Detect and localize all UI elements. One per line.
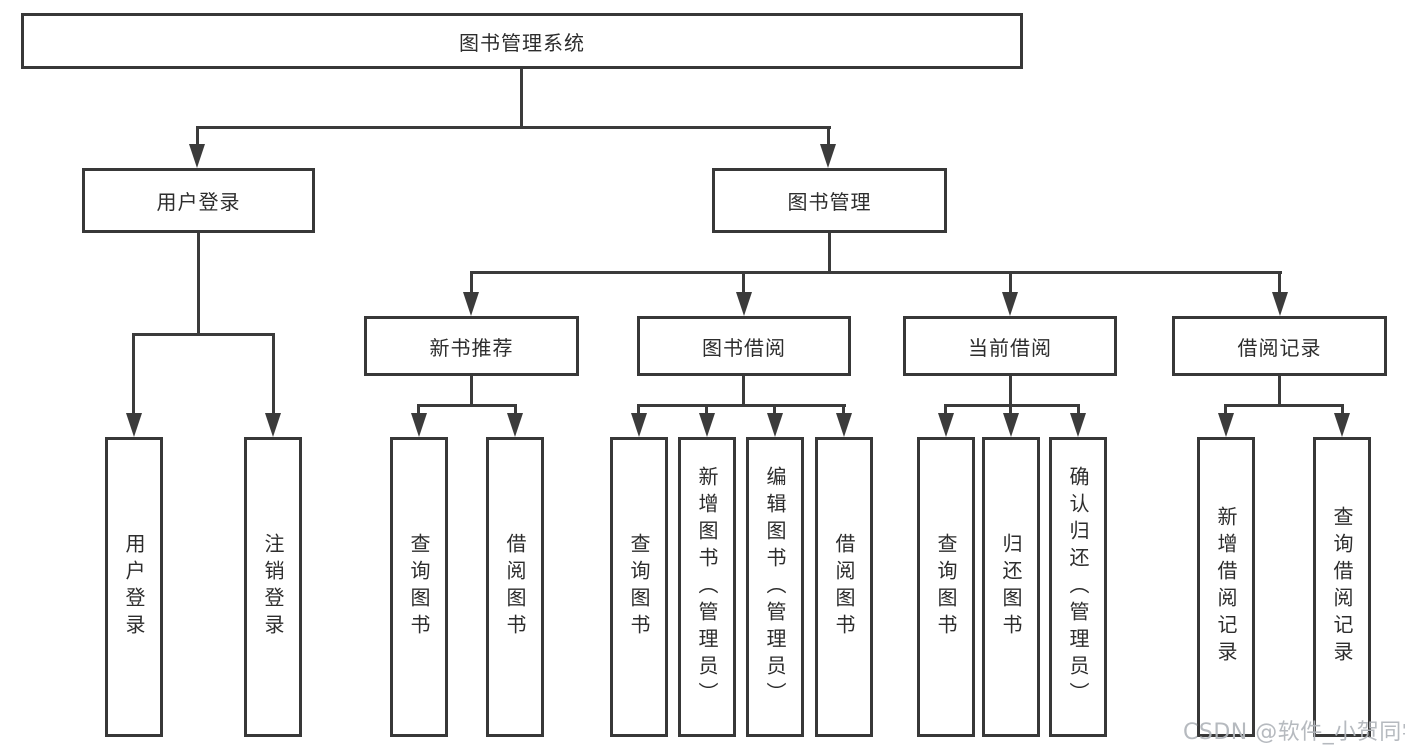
arrow-down-icon [411, 413, 427, 437]
leaf-logout-label: 注销登录 [261, 533, 285, 641]
connector-drop [1077, 404, 1080, 416]
connector-drop [1009, 404, 1012, 416]
connector-drop-login [196, 126, 199, 146]
connector-root-hline [197, 126, 831, 129]
leaf-current-confirm-admin: 确认归还（管理员） [1049, 437, 1107, 737]
node-book-manage-label: 图书管理 [787, 190, 872, 214]
connector-root-stem [520, 69, 523, 127]
connector-record-hline [1225, 404, 1344, 407]
node-book-borrow-label: 图书借阅 [702, 335, 786, 360]
arrow-down-icon [736, 292, 752, 316]
leaf-current-confirm-admin-label: 确认归还（管理员） [1066, 465, 1090, 709]
connector-drop-login-leaf2 [272, 333, 275, 415]
leaf-borrow-edit-admin-label: 编辑图书（管理员） [763, 465, 787, 709]
connector-borrow-stem [742, 376, 745, 407]
node-user-login: 用户登录 [82, 168, 315, 233]
node-root-system: 图书管理系统 [21, 13, 1023, 69]
arrow-down-icon [126, 413, 142, 437]
leaf-borrow-add-admin-label: 新增图书（管理员） [695, 465, 719, 709]
arrow-down-icon [463, 292, 479, 316]
arrow-down-icon [1334, 413, 1350, 437]
connector-borrow-hline [638, 404, 846, 407]
arrow-down-icon [938, 413, 954, 437]
leaf-user-login-label: 用户登录 [122, 533, 146, 641]
connector-newbook-stem [470, 376, 473, 407]
leaf-borrow-borrow: 借阅图书 [815, 437, 873, 737]
leaf-newbook-borrow: 借阅图书 [486, 437, 544, 737]
connector-drop [944, 404, 947, 416]
arrow-down-icon [1070, 413, 1086, 437]
arrow-down-icon [265, 413, 281, 437]
leaf-record-add-label: 新增借阅记录 [1214, 506, 1238, 668]
leaf-borrow-add-admin: 新增图书（管理员） [678, 437, 736, 737]
arrow-down-icon [699, 413, 715, 437]
leaf-current-query: 查询图书 [917, 437, 975, 737]
node-borrow-record-label: 借阅记录 [1237, 335, 1322, 360]
connector-drop [705, 404, 708, 416]
leaf-record-query-label: 查询借阅记录 [1330, 506, 1354, 668]
leaf-record-query: 查询借阅记录 [1313, 437, 1371, 737]
leaf-logout: 注销登录 [244, 437, 302, 737]
arrow-down-icon [820, 144, 836, 168]
connector-drop [773, 404, 776, 416]
arrow-down-icon [767, 413, 783, 437]
connector-newbook-hline [418, 404, 516, 407]
node-current-borrow: 当前借阅 [903, 316, 1117, 376]
arrow-down-icon [631, 413, 647, 437]
node-user-login-label: 用户登录 [156, 190, 241, 214]
leaf-borrow-edit-admin: 编辑图书（管理员） [746, 437, 804, 737]
connector-drop-manage [827, 126, 830, 146]
leaf-newbook-query: 查询图书 [390, 437, 448, 737]
node-new-book-recommend-label: 新书推荐 [429, 335, 514, 360]
node-book-borrow: 图书借阅 [637, 316, 851, 376]
leaf-borrow-query: 查询图书 [610, 437, 668, 737]
node-book-manage: 图书管理 [712, 168, 947, 233]
leaf-borrow-query-label: 查询图书 [627, 533, 651, 641]
arrow-down-icon [1003, 413, 1019, 437]
connector-drop-record [1278, 271, 1281, 294]
leaf-current-return-label: 归还图书 [999, 533, 1023, 641]
leaf-current-return: 归还图书 [982, 437, 1040, 737]
leaf-current-query-label: 查询图书 [934, 533, 958, 641]
leaf-user-login: 用户登录 [105, 437, 163, 737]
connector-drop [842, 404, 845, 416]
connector-login-stem [197, 233, 200, 336]
connector-login-hline [133, 333, 275, 336]
connector-manage-hline [470, 271, 1282, 274]
connector-drop [514, 404, 517, 416]
connector-drop-newbook [470, 271, 473, 294]
watermark: CSDN @软件_小贺同学 [1183, 720, 1405, 745]
node-current-borrow-label: 当前借阅 [968, 335, 1052, 360]
arrow-down-icon [1218, 413, 1234, 437]
leaf-borrow-borrow-label: 借阅图书 [832, 533, 856, 641]
connector-drop [1224, 404, 1227, 416]
arrow-down-icon [1002, 292, 1018, 316]
connector-drop-borrow [742, 271, 745, 294]
connector-drop [637, 404, 640, 416]
node-borrow-record: 借阅记录 [1172, 316, 1387, 376]
connector-drop [1341, 404, 1344, 416]
leaf-newbook-borrow-label: 借阅图书 [503, 533, 527, 641]
connector-record-stem [1278, 376, 1281, 407]
node-new-book-recommend: 新书推荐 [364, 316, 579, 376]
node-root-label: 图书管理系统 [459, 30, 585, 55]
connector-current-stem [1009, 376, 1012, 407]
connector-drop [417, 404, 420, 416]
arrow-down-icon [836, 413, 852, 437]
connector-drop-login-leaf1 [132, 333, 135, 415]
leaf-newbook-query-label: 查询图书 [407, 533, 431, 641]
connector-current-hline [945, 404, 1080, 407]
arrow-down-icon [507, 413, 523, 437]
connector-manage-stem [828, 233, 831, 274]
leaf-record-add: 新增借阅记录 [1197, 437, 1255, 737]
connector-drop-current [1009, 271, 1012, 294]
arrow-down-icon [189, 144, 205, 168]
arrow-down-icon [1272, 292, 1288, 316]
